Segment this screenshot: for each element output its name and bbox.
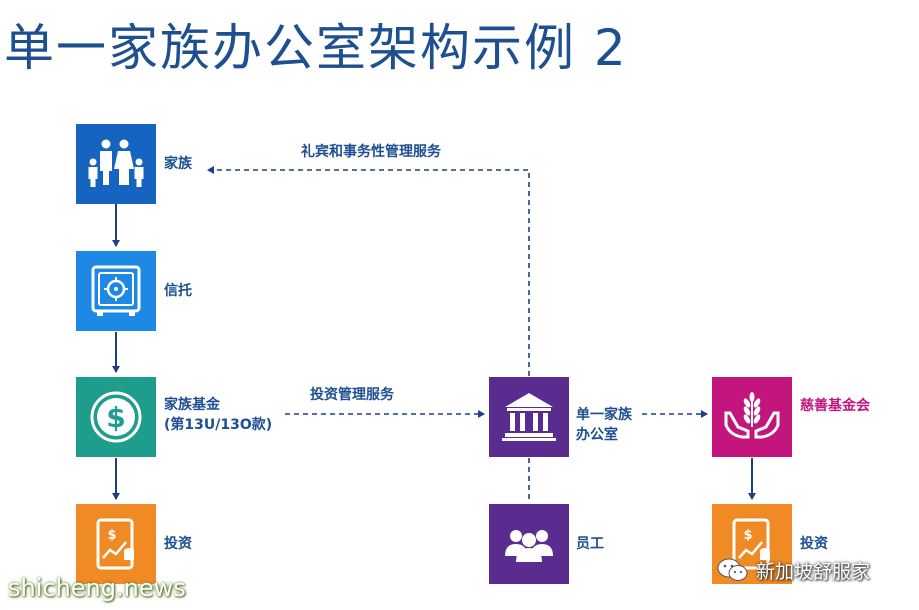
node-family-fund-label-2: (第13U/13O款) — [164, 417, 273, 433]
watermark-right: 新加坡舒服家 — [716, 554, 870, 586]
node-investment-left-label: 投资 — [164, 536, 192, 552]
node-office-label-2: 办公室 — [576, 427, 618, 443]
tablet-chart-icon: $ — [96, 518, 134, 570]
node-single-family-office — [489, 377, 569, 457]
edge-label-investment-mgmt: 投资管理服务 — [310, 387, 394, 403]
page-title: 单一家族办公室架构示例 2 — [4, 19, 628, 77]
svg-text:$: $ — [106, 401, 125, 434]
node-trust-label: 信托 — [164, 283, 192, 299]
watermark-left: shicheng.news — [8, 574, 186, 602]
family-icon — [88, 139, 144, 187]
node-family-fund-label-1: 家族基金 — [164, 397, 220, 413]
dollar-coin-icon: $ — [90, 391, 142, 443]
node-family-fund: $ — [76, 377, 156, 457]
node-family — [76, 124, 156, 204]
node-office-label-1: 单一家族 — [576, 407, 632, 423]
people-group-icon — [505, 530, 553, 562]
arrow-office-to-family — [207, 166, 530, 376]
svg-text:$: $ — [743, 528, 752, 543]
wechat-icon — [717, 558, 748, 581]
svg-text:$: $ — [107, 528, 116, 543]
hands-wheat-icon — [724, 392, 780, 439]
node-investment-right-label: 投资 — [800, 536, 828, 552]
bank-building-icon — [502, 393, 556, 441]
safe-icon — [91, 265, 141, 316]
node-staff-label: 员工 — [576, 536, 604, 552]
node-charity-fund — [712, 377, 792, 457]
node-charity-label: 慈善基金会 — [800, 398, 870, 414]
tablet-chart-icon: $ — [732, 518, 770, 570]
node-staff — [489, 504, 569, 584]
node-investment-left: $ — [76, 504, 156, 584]
watermark-right-text: 新加坡舒服家 — [756, 560, 871, 583]
node-family-label: 家族 — [164, 156, 192, 172]
edge-label-concierge: 礼宾和事务性管理服务 — [301, 144, 441, 160]
node-trust — [76, 251, 156, 331]
